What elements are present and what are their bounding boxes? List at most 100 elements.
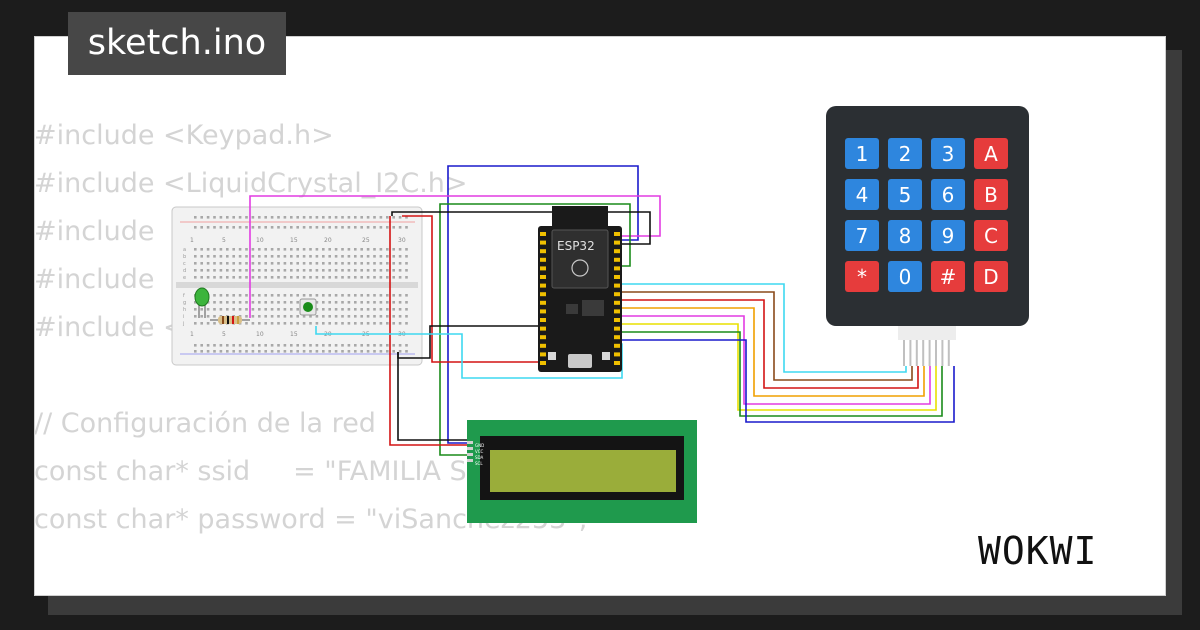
breadboard-hole	[341, 308, 344, 311]
espressif-logo-icon	[571, 259, 589, 277]
breadboard-hole	[245, 315, 248, 318]
breadboard-hole	[328, 344, 331, 347]
breadboard-hole	[213, 308, 216, 311]
breadboard-hole	[226, 308, 229, 311]
esp32-pin	[540, 326, 546, 331]
breadboard-hole	[309, 322, 312, 325]
breadboard-hole	[398, 301, 402, 304]
breadboard-hole	[347, 276, 351, 279]
breadboard-hole	[290, 350, 293, 353]
esp32-pin	[614, 232, 620, 236]
breadboard-hole	[290, 294, 293, 297]
breadboard-hole	[379, 269, 383, 272]
breadboard-hole	[206, 269, 210, 272]
breadboard-hole	[277, 308, 280, 311]
breadboard-hole	[347, 255, 351, 258]
breadboard-hole	[366, 269, 370, 272]
breadboard-hole	[334, 344, 338, 347]
pushbutton[interactable]	[299, 298, 317, 316]
breadboard-hole	[328, 269, 331, 272]
wire-brown-keypad	[614, 291, 913, 381]
breadboard-hole	[194, 350, 197, 353]
lcd-pin	[467, 453, 473, 456]
breadboard-hole	[206, 276, 210, 279]
esp32-pin	[540, 283, 546, 288]
lcd-1602[interactable]: GND VCC SDA SCL	[467, 420, 697, 523]
breadboard-hole	[360, 269, 363, 272]
breadboard-hole	[277, 262, 280, 265]
breadboard-hole	[315, 344, 319, 347]
esp32-pin	[540, 335, 546, 340]
lcd-pin-label: SDA	[475, 455, 484, 460]
keypad-pin	[947, 340, 950, 366]
breadboard-hole	[232, 301, 235, 304]
breadboard-hole	[398, 344, 402, 347]
breadboard-hole	[270, 269, 274, 272]
keypad-key-label: 8	[899, 224, 912, 248]
resistor[interactable]	[210, 316, 250, 324]
breadboard-hole	[379, 294, 383, 297]
breadboard-hole	[322, 322, 325, 325]
breadboard-hole	[392, 344, 395, 347]
breadboard-hole	[328, 315, 331, 318]
breadboard-hole	[347, 216, 351, 219]
breadboard-hole	[328, 322, 331, 325]
breadboard-hole	[194, 248, 197, 251]
green-led[interactable]	[194, 287, 210, 318]
breadboard-hole	[315, 308, 319, 311]
breadboard-hole	[251, 344, 255, 347]
breadboard-hole	[347, 269, 351, 272]
breadboard-hole	[334, 350, 338, 353]
breadboard-hole	[354, 308, 357, 311]
breadboard-hole	[219, 276, 223, 279]
breadboard-hole	[405, 276, 408, 279]
breadboard-hole	[283, 301, 287, 304]
breadboard-hole	[200, 248, 203, 251]
breadboard-hole	[405, 294, 408, 297]
breadboard-hole	[302, 350, 306, 353]
breadboard-hole	[270, 322, 274, 325]
breadboard-hole	[341, 315, 344, 318]
breadboard-hole	[328, 226, 331, 229]
keypad-key-label: 5	[899, 183, 912, 207]
keypad-key	[974, 138, 1008, 169]
esp32-board[interactable]: ESP32	[538, 206, 622, 372]
breadboard-hole	[200, 226, 203, 229]
breadboard-hole	[392, 216, 395, 219]
esp32-pin	[540, 300, 546, 305]
breadboard-hole	[328, 301, 331, 304]
breadboard-hole	[315, 301, 319, 304]
breadboard-hole	[366, 294, 370, 297]
breadboard-hole	[360, 248, 363, 251]
breadboard-hole	[270, 216, 274, 219]
breadboard-hole	[238, 269, 242, 272]
breadboard-hole	[322, 262, 325, 265]
breadboard-row-letters: a b c d e f g h i j	[182, 247, 186, 327]
breadboard-hole	[277, 322, 280, 325]
breadboard-hole	[366, 322, 370, 325]
breadboard-hole	[309, 255, 312, 258]
breadboard-hole	[232, 226, 235, 229]
breadboard-hole	[379, 226, 383, 229]
breadboard-hole	[290, 226, 293, 229]
esp32-pin	[540, 232, 546, 236]
breadboard-hole	[290, 344, 293, 347]
breadboard-hole	[270, 294, 274, 297]
breadboard-hole	[322, 269, 325, 272]
breadboard-hole	[251, 308, 255, 311]
breadboard-hole	[315, 262, 319, 265]
breadboard-hole	[245, 301, 248, 304]
breadboard-hole	[366, 301, 370, 304]
wokwi-logo[interactable]: WOKWI	[970, 520, 1160, 580]
breadboard-hole	[360, 226, 363, 229]
breadboard-hole	[366, 350, 370, 353]
breadboard-hole	[354, 350, 357, 353]
breadboard-hole	[213, 269, 216, 272]
breadboard-hole	[373, 226, 376, 229]
sketch-title[interactable]: sketch.ino	[68, 12, 286, 75]
breadboard-hole	[341, 255, 344, 258]
breadboard-hole	[398, 276, 402, 279]
breadboard-hole	[398, 262, 402, 265]
breadboard[interactable]: 1 5 10 15 20 25 30 1 5 10 15 20 25 30 a …	[171, 206, 423, 366]
